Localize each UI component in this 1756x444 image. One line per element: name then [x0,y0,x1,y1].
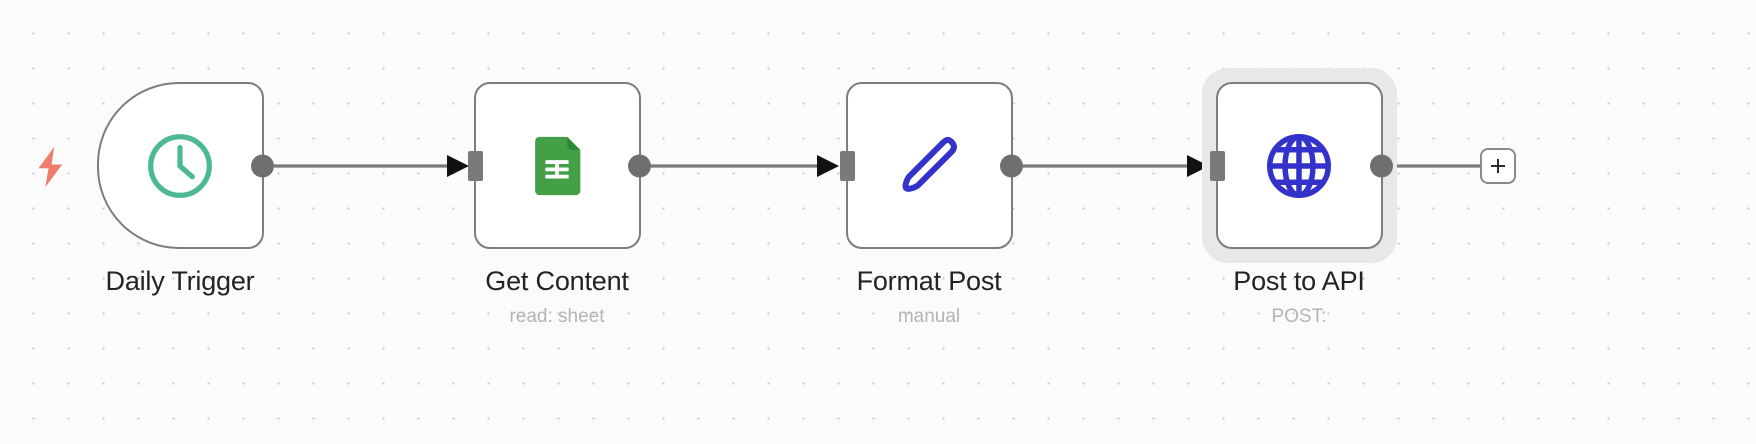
node-subtitle-post-to-api: POST: [1271,306,1327,327]
node-body-format-post[interactable] [839,82,1023,249]
input-port-get-content[interactable] [467,150,483,181]
node-get-content[interactable]: Get Content read: sheet [467,82,651,328]
node-body-get-content[interactable] [467,82,651,249]
lightning-bolt-icon [38,147,63,187]
edge-daily-trigger-to-get-content [274,155,469,177]
edge-get-content-to-format-post [646,155,839,177]
node-post-to-api[interactable]: Post to API POST: [1201,68,1397,328]
node-body-daily-trigger[interactable] [96,82,274,249]
input-port-post-to-api[interactable] [1209,150,1225,181]
output-port-get-content[interactable] [627,154,651,177]
edge-format-post-to-post-to-api [1018,155,1209,177]
node-title-get-content: Get Content [485,266,629,296]
node-subtitle-get-content: read: sheet [509,306,605,327]
node-format-post[interactable]: Format Post manual [839,82,1023,328]
pencil-icon [902,136,957,192]
node-title-post-to-api: Post to API [1233,266,1365,296]
output-port-daily-trigger[interactable] [250,154,274,177]
add-node-button[interactable] [1480,148,1516,184]
input-port-format-post[interactable] [839,150,855,181]
node-title-daily-trigger: Daily Trigger [105,266,255,296]
clock-icon [148,133,212,198]
globe-icon [1266,133,1332,198]
node-title-format-post: Format Post [856,266,1002,296]
plus-icon [1491,159,1505,173]
output-port-format-post[interactable] [999,154,1023,177]
google-sheets-icon [535,136,581,195]
node-body-post-to-api[interactable] [1209,82,1393,249]
output-port-post-to-api[interactable] [1369,154,1393,177]
node-daily-trigger[interactable]: Daily Trigger [90,82,274,306]
node-subtitle-format-post: manual [897,306,961,327]
